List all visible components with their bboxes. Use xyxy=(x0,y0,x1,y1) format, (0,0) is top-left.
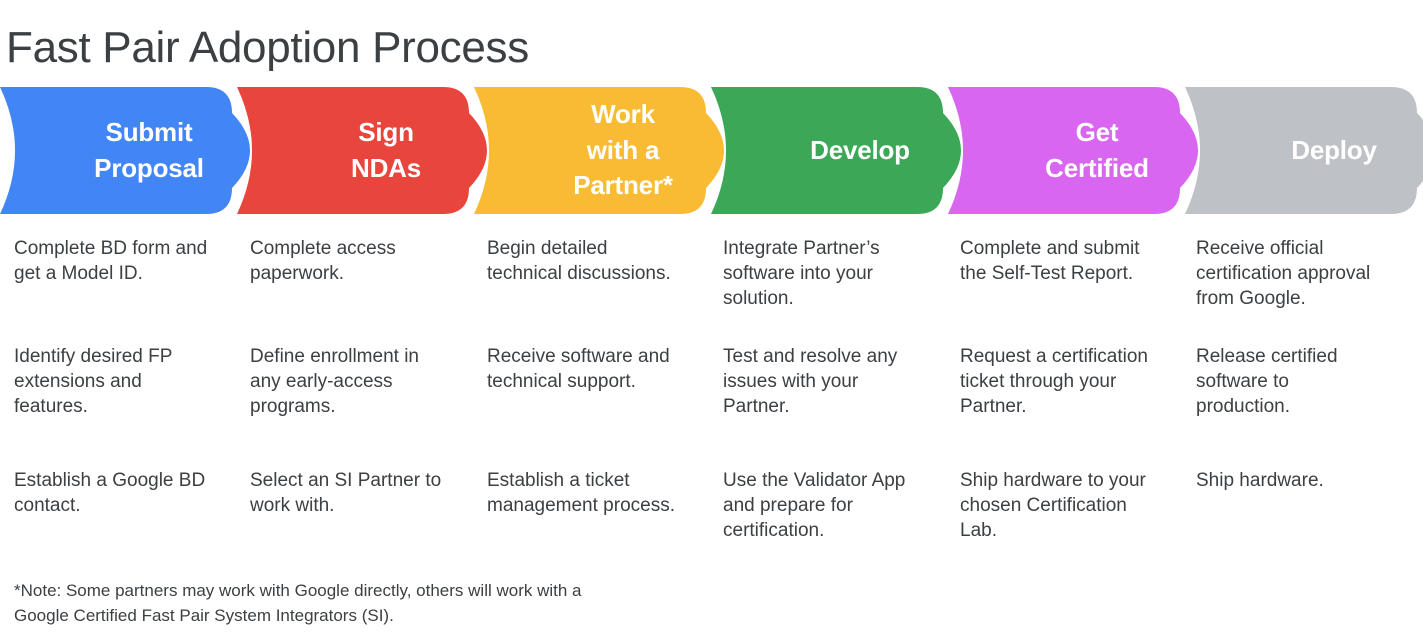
step-item: Ship hardware. xyxy=(1196,470,1324,491)
step-item: Receive software and technical support. xyxy=(487,346,670,392)
process-steps-grid: Complete BD form and get a Model ID. Iden… xyxy=(0,236,1423,556)
stage-shape-sign-ndas[interactable] xyxy=(237,87,487,214)
step-item: Define enrollment in any early-access pr… xyxy=(250,346,419,417)
stage-shape-submit-proposal[interactable] xyxy=(0,87,250,214)
step-item: Use the Validator App and prepare for ce… xyxy=(723,470,906,541)
step-item: Test and resolve any issues with your Pa… xyxy=(723,346,898,417)
step-item: Integrate Partner’s software into your s… xyxy=(723,238,880,309)
footnote-note: *Note: Some partners may work with Googl… xyxy=(14,581,582,625)
step-item: Establish a Google BD contact. xyxy=(14,470,206,516)
step-item: Request a certification ticket through y… xyxy=(960,346,1148,417)
step-item: Select an SI Partner to work with. xyxy=(250,470,442,516)
step-item: Establish a ticket management process. xyxy=(487,470,675,516)
step-item: Receive official certification approval … xyxy=(1196,238,1371,309)
stage-shape-deploy[interactable] xyxy=(1185,87,1423,214)
step-item: Ship hardware to your chosen Certificati… xyxy=(960,470,1146,541)
process-banner-shapes xyxy=(0,87,1423,214)
step-item: Complete and submit the Self-Test Report… xyxy=(960,238,1140,284)
step-item: Begin detailed technical discussions. xyxy=(487,238,671,284)
step-item: Complete BD form and get a Model ID. xyxy=(14,238,208,284)
stage-shape-get-certified[interactable] xyxy=(948,87,1198,214)
stage-shape-develop[interactable] xyxy=(711,87,961,214)
step-item: Identify desired FP extensions and featu… xyxy=(14,346,173,417)
step-item: Complete access paperwork. xyxy=(250,238,396,284)
step-item: Release certified software to production… xyxy=(1196,346,1338,417)
page-title: Fast Pair Adoption Process xyxy=(6,23,529,73)
stage-shape-work-with-a-partner[interactable] xyxy=(474,87,724,214)
